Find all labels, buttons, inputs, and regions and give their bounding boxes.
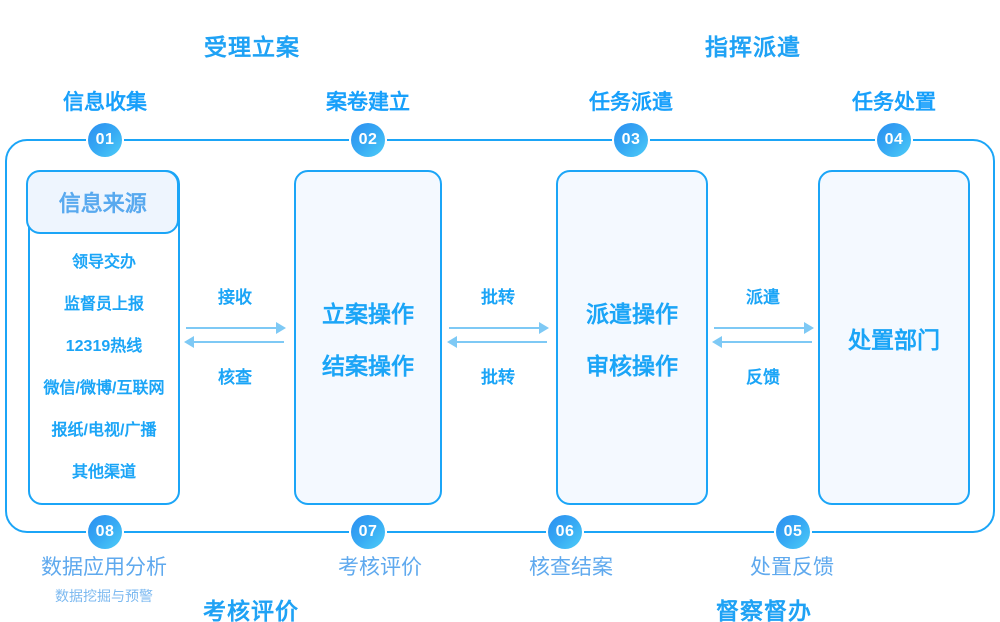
step-label-04: 任务处置 [852, 91, 936, 114]
connector-03-04: 派遣 反馈 [712, 283, 814, 393]
connector-forward-label: 批转 [481, 288, 515, 307]
source-item[interactable]: 领导交办 [71, 254, 136, 272]
source-item[interactable]: 监督员上报 [63, 296, 144, 314]
step-badge-07[interactable]: 07 [351, 515, 385, 549]
connector-arrows [447, 320, 549, 354]
stage-box-handling-department: 处置部门 [818, 170, 970, 505]
stage-box-dispatch: 派遣操作 审核操作 [556, 170, 708, 505]
section-title-zhihui: 指挥派遣 [705, 34, 801, 60]
connector-arrows [184, 320, 286, 354]
step-badge-08[interactable]: 08 [88, 515, 122, 549]
stage-box-information-sources: 信息来源 领导交办 监督员上报 12319热线 微信/微博/互联网 报纸/电视/… [26, 169, 180, 505]
stage-box-case-filing: 立案操作 结案操作 [294, 170, 442, 505]
source-item[interactable]: 12319热线 [65, 338, 143, 356]
step-badge-06[interactable]: 06 [548, 515, 582, 549]
box-line: 派遣操作 [586, 300, 678, 327]
box-line: 立案操作 [322, 300, 414, 327]
information-source-header: 信息来源 [26, 169, 180, 234]
bidirectional-arrow-icon [184, 322, 286, 348]
source-item[interactable]: 报纸/电视/广播 [51, 422, 157, 440]
step-badge-04[interactable]: 04 [877, 123, 911, 157]
section-title-shouli: 受理立案 [204, 34, 300, 60]
step-badge-05[interactable]: 05 [776, 515, 810, 549]
connector-01-02: 接收 核查 [184, 283, 286, 393]
bidirectional-arrow-icon [447, 322, 549, 348]
box-line: 处置部门 [848, 326, 940, 353]
step-label-06: 核查结案 [529, 556, 613, 579]
step-label-02: 案卷建立 [326, 91, 410, 114]
step-label-08: 数据应用分析 [41, 556, 167, 579]
connector-02-03: 批转 批转 [447, 283, 549, 393]
step-badge-03[interactable]: 03 [614, 123, 648, 157]
connector-backward-label: 批转 [481, 368, 515, 387]
step-badge-01[interactable]: 01 [88, 123, 122, 157]
box-line: 审核操作 [586, 352, 678, 379]
flow-track-frame [5, 139, 995, 533]
box-line: 结案操作 [322, 352, 414, 379]
step-label-01: 信息收集 [63, 91, 147, 114]
connector-forward-label: 接收 [218, 288, 252, 307]
step-label-05: 处置反馈 [750, 556, 834, 579]
step-label-03: 任务派遣 [589, 91, 673, 114]
step-label-07: 考核评价 [338, 556, 422, 579]
information-source-list: 领导交办 监督员上报 12319热线 微信/微博/互联网 报纸/电视/广播 其他… [30, 234, 178, 504]
step-sublabel-08: 数据挖掘与预警 [55, 588, 153, 604]
section-title-kaohe: 考核评价 [203, 598, 299, 622]
source-item[interactable]: 其他渠道 [71, 464, 136, 482]
connector-arrows [712, 320, 814, 354]
section-title-ducha: 督察督办 [716, 598, 812, 622]
step-badge-02[interactable]: 02 [351, 123, 385, 157]
source-item[interactable]: 微信/微博/互联网 [43, 380, 165, 398]
connector-forward-label: 派遣 [746, 288, 780, 307]
connector-backward-label: 核查 [218, 368, 252, 387]
bidirectional-arrow-icon [712, 322, 814, 348]
connector-backward-label: 反馈 [746, 368, 780, 387]
